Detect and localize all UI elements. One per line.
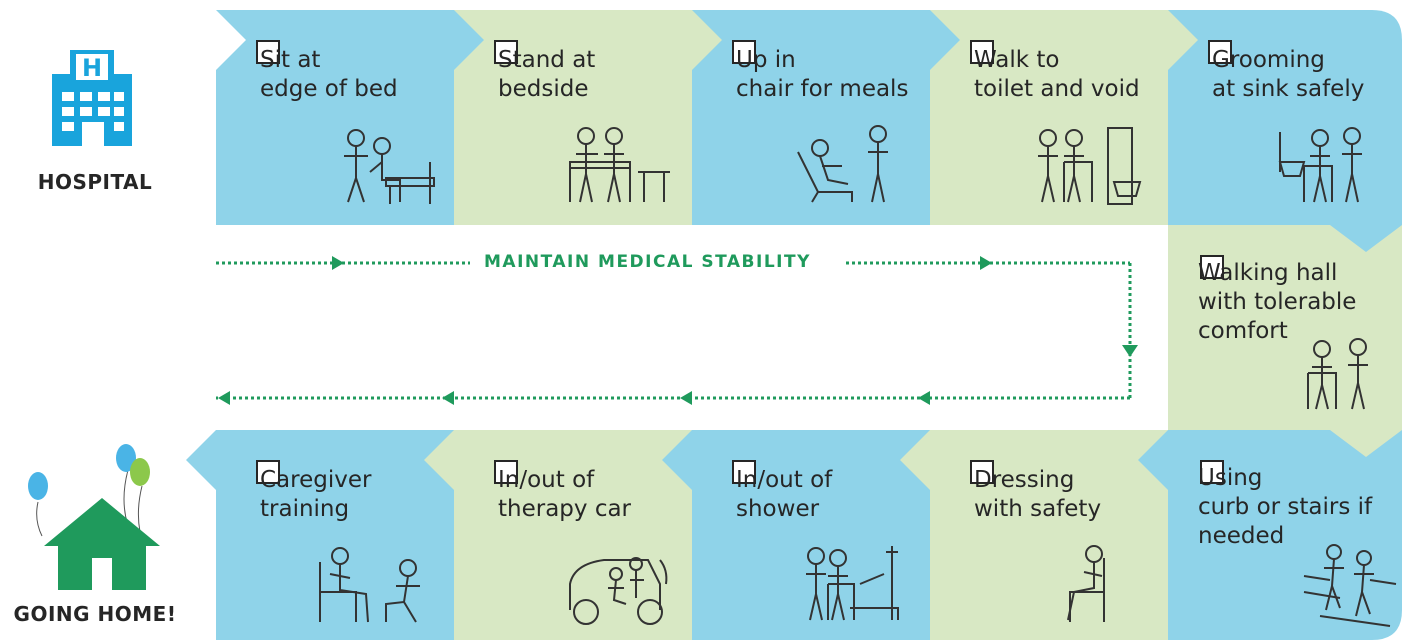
tile-bg-top-1 [216, 10, 454, 225]
step-bottom-4: Dressing with safety [930, 430, 1168, 640]
tile-bg-bottom-2 [454, 430, 692, 640]
flow-arrow-left-4 [218, 391, 230, 405]
hospital-label: HOSPITAL [37, 170, 153, 194]
step-label: Dressing with safety [974, 467, 1102, 522]
tile-bg-bottom-1 [216, 430, 454, 640]
chevron-top-4 [1168, 10, 1198, 70]
chevron-right-1 [1330, 225, 1402, 252]
checkbox-dressing-with-safety[interactable] [970, 460, 994, 484]
balloons-icon [28, 444, 150, 537]
tile-bg-top-2 [454, 10, 692, 225]
checkbox-grooming-at-sink[interactable] [1208, 40, 1232, 64]
hospital-building-icon: H [52, 50, 132, 146]
flow-label: MAINTAIN MEDICAL STABILITY [478, 252, 817, 272]
checkbox-up-in-chair-for-meals[interactable] [732, 40, 756, 64]
sitting-at-bed-icon [344, 129, 435, 204]
step-label: Grooming at sink safely [1212, 47, 1365, 102]
checkbox-using-curb-or-stairs[interactable] [1200, 460, 1224, 484]
chevron-bottom-4 [1138, 430, 1168, 490]
checkbox-caregiver-training[interactable] [256, 460, 280, 484]
tile-bg-bottom-3 [692, 430, 930, 640]
chevron-end [186, 430, 216, 490]
chevron-bottom-1 [424, 430, 454, 490]
step-label: Up in chair for meals [736, 47, 909, 102]
checkbox-walk-to-toilet[interactable] [970, 40, 994, 64]
walking-hall-icon [1307, 338, 1368, 410]
chevron-top-1 [454, 10, 484, 70]
flow-arrow-down [1122, 345, 1138, 357]
step-top-3: Up in chair for meals [692, 10, 930, 225]
checkbox-stand-at-bedside[interactable] [494, 40, 518, 64]
chevron-start [216, 10, 246, 70]
chevron-top-3 [930, 10, 960, 70]
chevron-bottom-2 [662, 430, 692, 490]
tile-bg-top-3 [692, 10, 930, 225]
step-bottom-5: Using curb or stairs if needed [1168, 430, 1402, 640]
shower-icon [806, 546, 899, 621]
flow-arrow-right-1 [332, 256, 344, 270]
step-label: In/out of shower [736, 467, 833, 522]
step-label: Caregiver training [260, 467, 372, 522]
step-label: Sit at edge of bed [260, 47, 398, 102]
caregiver-training-icon [319, 547, 420, 623]
step-top-2: Stand at bedside [454, 10, 692, 225]
stairs-icon [1303, 544, 1397, 627]
checkbox-sit-edge-of-bed[interactable] [256, 40, 280, 64]
step-bottom-1: Caregiver training [216, 430, 454, 640]
walking-to-toilet-icon [1038, 127, 1142, 205]
chevron-right-2 [1330, 430, 1402, 457]
step-label: Stand at bedside [498, 47, 596, 102]
tile-bg-top-4 [930, 10, 1168, 225]
step-bottom-2: In/out of therapy car [454, 430, 692, 640]
therapy-car-icon [569, 557, 668, 625]
chevron-top-2 [692, 10, 722, 70]
chair-meal-icon [797, 125, 888, 203]
flow-arrows [218, 256, 1138, 405]
house-icon [44, 498, 160, 590]
tile-bg-bottom-5 [1168, 430, 1402, 640]
tile-bg-bottom-4 [930, 430, 1168, 640]
flow-arrow-left-3 [442, 391, 454, 405]
step-top-4: Walk to toilet and void [930, 10, 1168, 225]
dressing-icon [1067, 545, 1105, 622]
step-bottom-3: In/out of shower [692, 430, 930, 640]
grooming-at-sink-icon [1278, 127, 1362, 203]
checkbox-walking-hall[interactable] [1200, 255, 1224, 279]
step-top-1: Sit at edge of bed [216, 10, 454, 225]
step-label: Walk to toilet and void [974, 47, 1140, 102]
step-label: Walking hall with tolerable comfort [1198, 260, 1357, 344]
flow-arrow-left-1 [918, 391, 930, 405]
checkbox-in-out-shower[interactable] [732, 460, 756, 484]
step-top-5: Grooming at sink safely [1168, 10, 1402, 225]
home-label: GOING HOME! [13, 602, 177, 626]
step-label: In/out of therapy car [498, 467, 632, 522]
standing-at-bedside-icon [569, 127, 670, 203]
step-label: Using curb or stairs if needed [1198, 465, 1373, 549]
flow-arrow-right-2 [980, 256, 992, 270]
flow-arrow-left-2 [680, 391, 692, 405]
step-middle: Walking hall with tolerable comfort [1168, 225, 1402, 430]
checkbox-in-out-therapy-car[interactable] [494, 460, 518, 484]
flow-path [216, 261, 1132, 400]
chevron-bottom-3 [900, 430, 930, 490]
hospital-sign: H [82, 54, 102, 82]
